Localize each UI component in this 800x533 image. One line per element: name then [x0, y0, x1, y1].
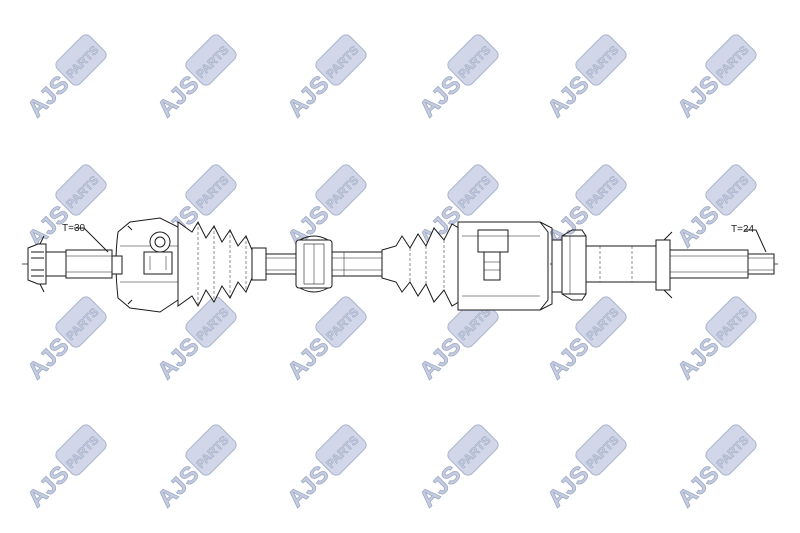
drive-shaft-assembly: [22, 217, 778, 313]
torque-right-label: T=24: [731, 224, 755, 235]
right-spline-stub: [669, 249, 775, 279]
middle-shaft: [331, 251, 383, 277]
left-spline-stub: [27, 235, 113, 293]
left-shaft-bar: [265, 253, 297, 275]
inner-tripod-joint: [457, 221, 553, 311]
torque-right-leader: [744, 229, 767, 253]
vibration-damper: [295, 235, 333, 293]
outer-cv-boot: [177, 220, 267, 308]
intermediate-shaft: [551, 229, 657, 301]
support-bearing-flange: [655, 231, 673, 299]
outer-cv-joint: [111, 217, 181, 313]
torque-left-leader: [74, 227, 109, 253]
torque-left-label: T=30: [62, 223, 86, 234]
